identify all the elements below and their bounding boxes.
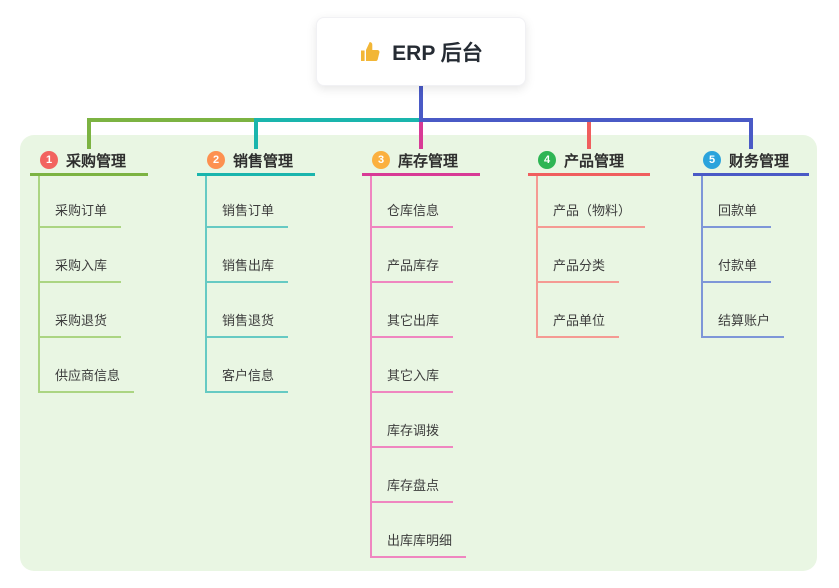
child-node[interactable]: 库存调拨	[370, 416, 454, 448]
child-node[interactable]: 其它出库	[370, 306, 454, 338]
child-node[interactable]: 销售订单	[205, 196, 289, 228]
child-node[interactable]: 其它入库	[370, 361, 454, 393]
branch-drop-line	[254, 122, 258, 149]
branch-title-label: 采购管理	[66, 152, 127, 170]
branch-number-badge: 2	[207, 151, 225, 169]
root-connector-line	[419, 84, 423, 118]
branch-title-2[interactable]: 2 销售管理	[197, 147, 315, 176]
root-label: ERP 后台	[392, 41, 483, 65]
connector-bus-segment	[419, 118, 753, 122]
child-spine-line	[38, 176, 40, 393]
child-node[interactable]: 付款单	[701, 251, 772, 283]
child-node[interactable]: 客户信息	[205, 361, 289, 393]
mindmap-panel	[20, 135, 817, 571]
branch-title-4[interactable]: 4 产品管理	[528, 147, 650, 176]
child-node[interactable]: 采购退货	[38, 306, 122, 338]
child-node[interactable]: 产品分类	[536, 251, 620, 283]
child-node[interactable]: 仓库信息	[370, 196, 454, 228]
child-node[interactable]: 产品库存	[370, 251, 454, 283]
branch-title-1[interactable]: 1 采购管理	[30, 147, 148, 176]
child-node[interactable]: 供应商信息	[38, 361, 135, 393]
child-node[interactable]: 产品单位	[536, 306, 620, 338]
branch-title-label: 销售管理	[233, 152, 294, 170]
child-node[interactable]: 采购入库	[38, 251, 122, 283]
branch-drop-line	[749, 122, 753, 149]
branch-title-label: 财务管理	[729, 152, 790, 170]
child-spine-line	[536, 176, 538, 338]
child-spine-line	[370, 176, 372, 558]
child-node[interactable]: 销售退货	[205, 306, 289, 338]
child-spine-line	[701, 176, 703, 338]
branch-number-badge: 3	[372, 151, 390, 169]
branch-number-badge: 4	[538, 151, 556, 169]
root-node[interactable]: ERP 后台	[316, 17, 526, 86]
connector-bus-segment	[87, 118, 256, 122]
branch-title-3[interactable]: 3 库存管理	[362, 147, 480, 176]
child-node[interactable]: 出库库明细	[370, 526, 467, 558]
branch-drop-line	[87, 122, 91, 149]
thumbs-up-icon	[361, 41, 380, 61]
branch-drop-line	[419, 122, 423, 149]
connector-bus-segment	[254, 118, 421, 122]
child-node[interactable]: 库存盘点	[370, 471, 454, 503]
branch-number-badge: 1	[40, 151, 58, 169]
child-node[interactable]: 产品（物料）	[536, 196, 646, 228]
child-node[interactable]: 销售出库	[205, 251, 289, 283]
child-spine-line	[205, 176, 207, 393]
branch-title-5[interactable]: 5 财务管理	[693, 147, 809, 176]
branch-title-label: 产品管理	[564, 152, 625, 170]
branch-drop-line	[587, 122, 591, 149]
branch-title-label: 库存管理	[398, 152, 459, 170]
child-node[interactable]: 回款单	[701, 196, 772, 228]
child-node[interactable]: 结算账户	[701, 306, 785, 338]
branch-number-badge: 5	[703, 151, 721, 169]
child-node[interactable]: 采购订单	[38, 196, 122, 228]
